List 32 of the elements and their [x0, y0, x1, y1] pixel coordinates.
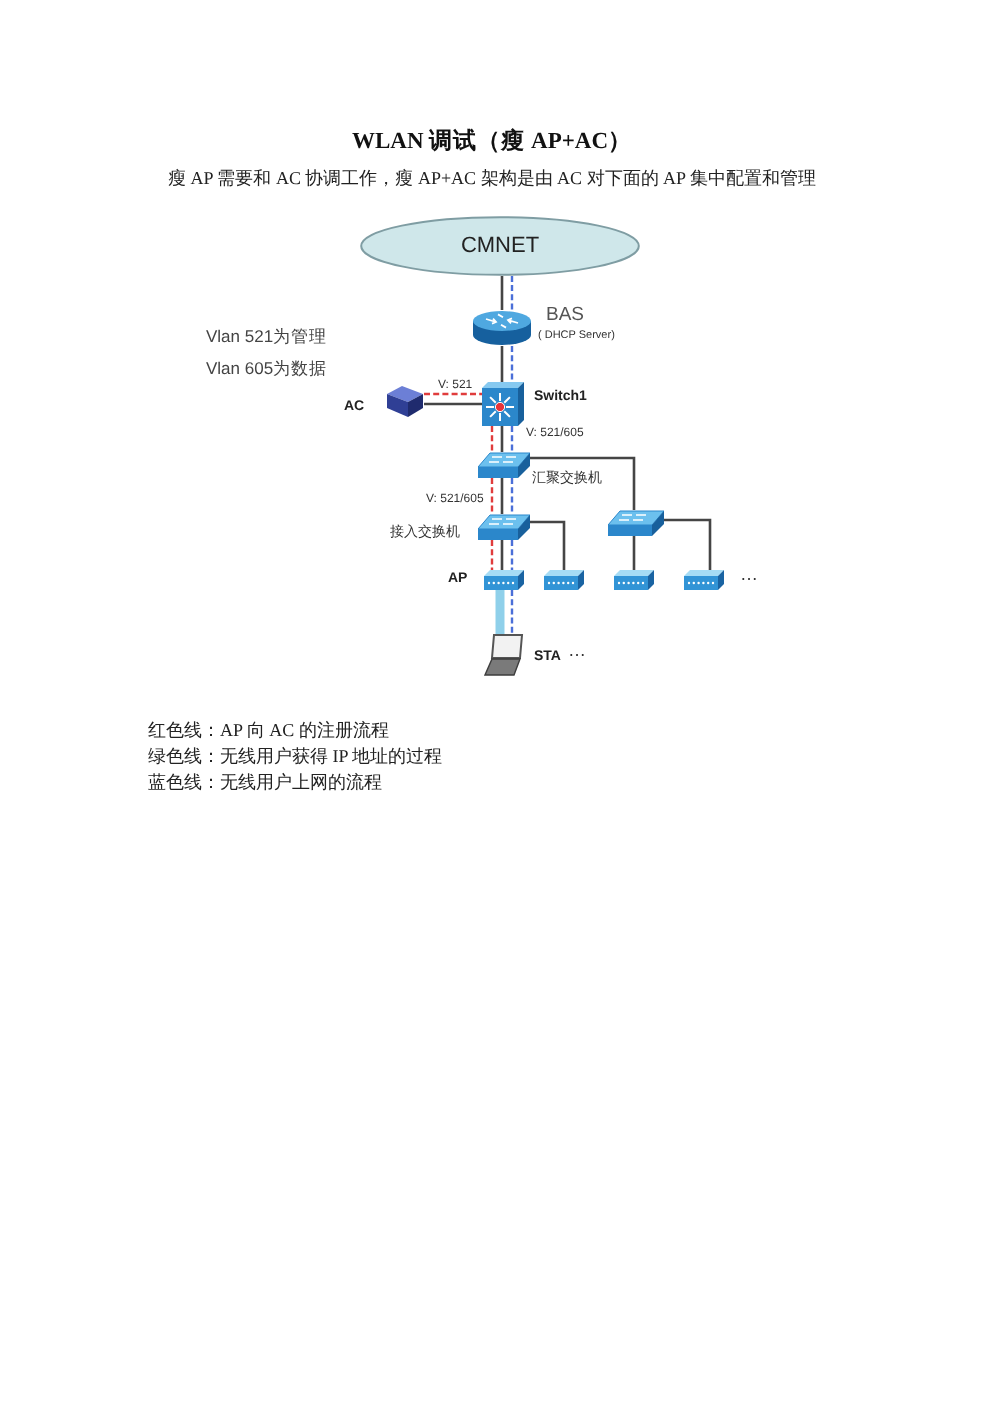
- cable-line: [500, 276, 504, 310]
- dashed-line: [490, 540, 494, 570]
- cable-line: [632, 536, 636, 570]
- network-ellipse: CMNET: [360, 216, 640, 276]
- cable-line: [500, 540, 504, 570]
- dashed-line: [424, 392, 482, 396]
- cable-line: [530, 456, 636, 510]
- dashed-line: [510, 346, 514, 382]
- note-text: Vlan 521为管理: [206, 328, 328, 345]
- dashed-line: [510, 426, 514, 452]
- subtitle: 瘦 AP 需要和 AC 协调工作，瘦 AP+AC 架构是由 AC 对下面的 AP 集中配置和管理: [168, 169, 816, 187]
- cable-line: [424, 402, 482, 406]
- device-label: BAS: [546, 306, 585, 325]
- wireless-band: [495, 590, 505, 634]
- cable-line: [530, 520, 566, 570]
- dashed-line: [510, 478, 514, 514]
- cable-line: [664, 518, 712, 570]
- cable-line: [500, 478, 504, 514]
- dashed-line: [510, 540, 514, 570]
- dashed-line: [490, 478, 494, 514]
- cable-line: [500, 426, 504, 452]
- ellipsis-text: …: [568, 642, 586, 660]
- dashed-line: [490, 426, 494, 452]
- dashed-line: [510, 275, 514, 310]
- legend-text: 绿色线：无线用户获得 IP 地址的过程: [148, 747, 443, 765]
- ellipsis-text: …: [740, 566, 758, 584]
- legend-text: 红色线：AP 向 AC 的注册流程: [148, 721, 389, 739]
- note-text: Vlan 605为数据: [206, 360, 328, 377]
- legend-text: 蓝色线：无线用户上网的流程: [148, 773, 382, 791]
- cable-line: [500, 346, 504, 382]
- dashed-line: [510, 590, 514, 634]
- title: WLAN 调试（瘦 AP+AC）: [351, 131, 633, 154]
